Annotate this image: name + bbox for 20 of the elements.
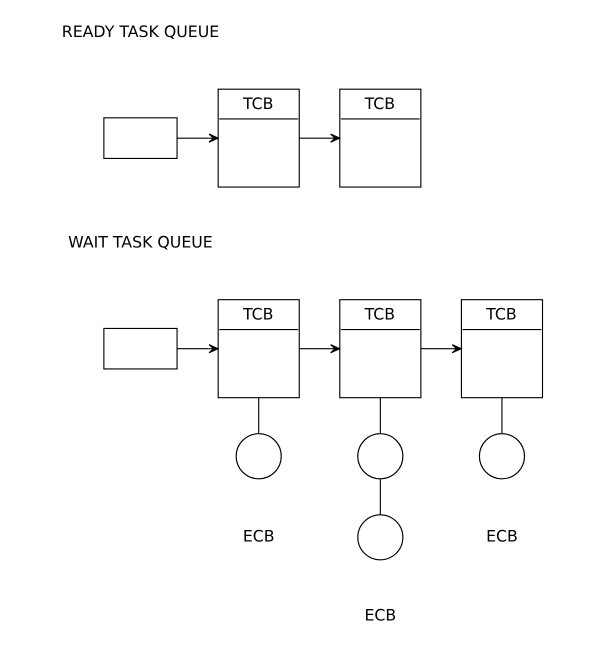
node-circle xyxy=(478,433,526,480)
connector xyxy=(380,478,381,515)
connector xyxy=(501,398,503,434)
node-box xyxy=(103,328,178,370)
node-circle xyxy=(357,433,404,480)
node-label: ECB xyxy=(486,526,518,546)
arrow xyxy=(177,344,219,354)
arrow xyxy=(300,134,340,143)
label: READY TASK QUEUE xyxy=(62,22,220,41)
node-label: ECB xyxy=(242,526,275,546)
node-box xyxy=(103,117,178,159)
arrow xyxy=(421,344,462,354)
label: WAIT TASK QUEUE xyxy=(68,232,213,252)
connector xyxy=(380,398,381,434)
arrow xyxy=(177,134,219,143)
node-circle xyxy=(357,514,404,560)
connector xyxy=(258,398,260,434)
node-label: ECB xyxy=(364,605,396,624)
arrow xyxy=(300,344,340,354)
node-circle xyxy=(236,433,282,480)
